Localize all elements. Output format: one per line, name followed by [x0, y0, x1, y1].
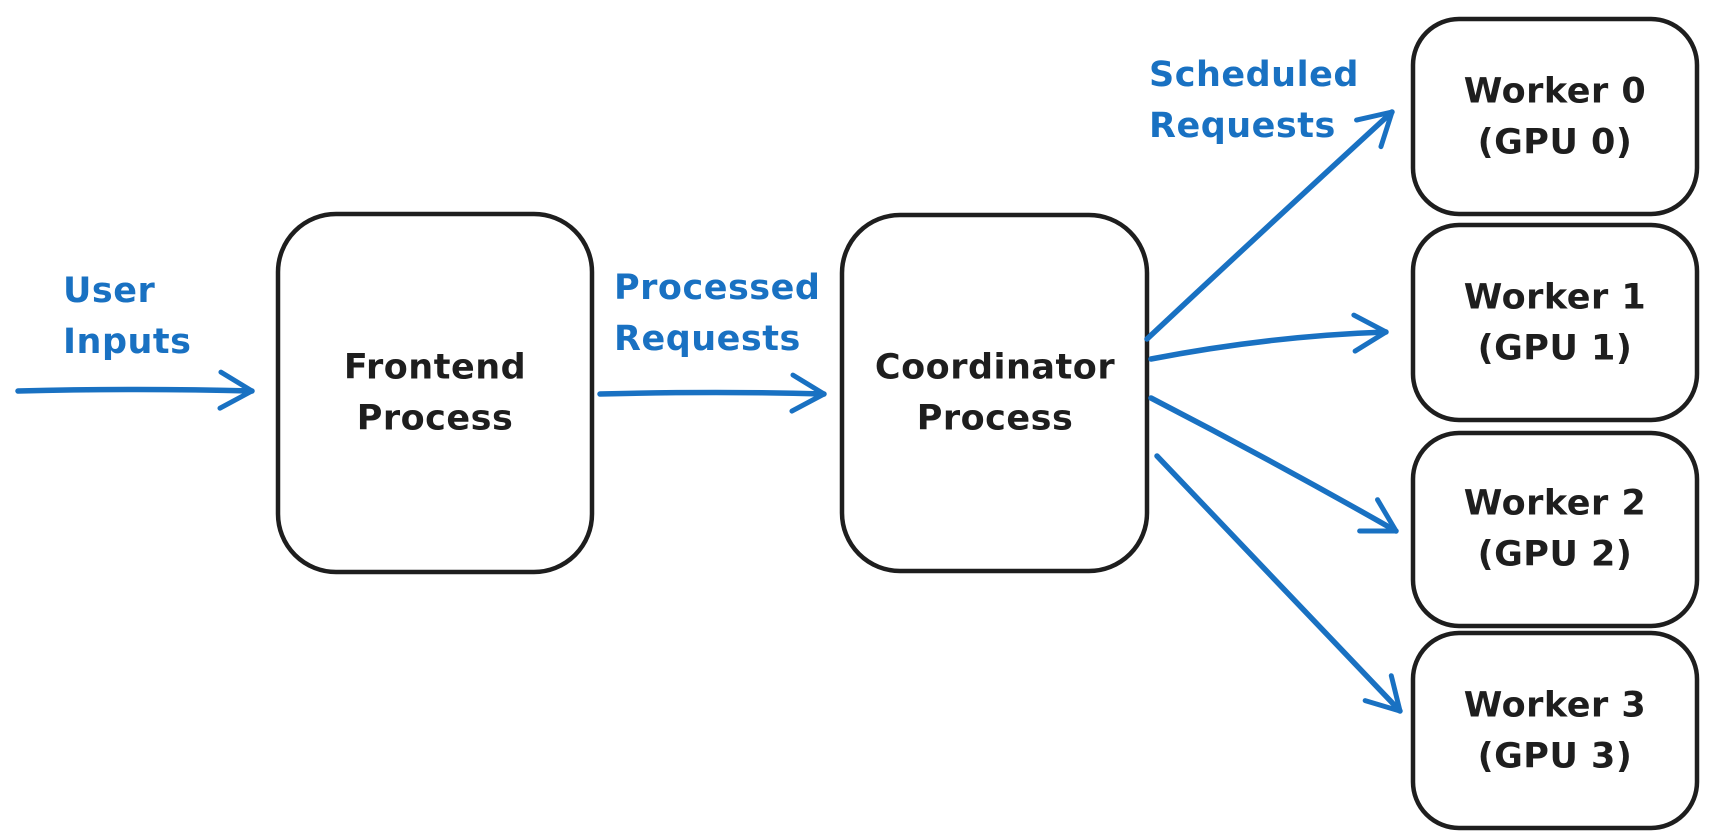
worker-1-label-line1: Worker 1	[1463, 277, 1647, 318]
scheduled-arrow-worker-0	[1144, 109, 1395, 342]
worker-1-box	[1410, 222, 1700, 423]
processed-requests-arrow	[597, 372, 827, 414]
worker-1-label: Worker 1 (GPU 1)	[1464, 272, 1647, 374]
scheduled-arrow-worker-2	[1148, 395, 1399, 534]
processed-requests-edge-label-line2: Requests	[614, 318, 801, 359]
scheduled-requests-edge-label-line2: Requests	[1149, 105, 1336, 146]
worker-3-box	[1410, 630, 1700, 831]
worker-2-box	[1410, 430, 1700, 629]
frontend-process-label-line1: Frontend	[343, 347, 527, 388]
processed-requests-edge-label-line1: Processed	[614, 268, 821, 308]
worker-2-label-line1: Worker 2	[1463, 483, 1647, 524]
coordinator-process-label-line1: Coordinator	[874, 347, 1116, 388]
worker-0-label: Worker 0 (GPU 0)	[1464, 66, 1647, 168]
worker-0-label-line1: Worker 0	[1463, 71, 1647, 112]
user-inputs-edge-label-line2: Inputs	[63, 321, 192, 362]
worker-2-label: Worker 2 (GPU 2)	[1464, 478, 1647, 580]
worker-1-label-line2: (GPU 1)	[1477, 328, 1633, 368]
coordinator-process-label: Coordinator Process	[875, 342, 1115, 444]
scheduled-arrow-worker-1	[1148, 312, 1389, 362]
scheduled-requests-edge-label-line1: Scheduled	[1149, 55, 1359, 95]
user-inputs-edge-label: User Inputs	[63, 266, 191, 368]
worker-3-label-line2: (GPU 3)	[1477, 736, 1633, 776]
worker-2-label-line2: (GPU 2)	[1477, 534, 1633, 574]
processed-requests-edge-label: Processed Requests	[614, 263, 820, 365]
worker-3-label: Worker 3 (GPU 3)	[1464, 680, 1647, 782]
coordinator-process-label-line2: Process	[916, 398, 1074, 438]
worker-0-box	[1410, 16, 1700, 217]
frontend-process-label: Frontend Process	[344, 342, 526, 444]
scheduled-arrow-worker-3	[1154, 453, 1403, 714]
user-inputs-edge-label-line1: User	[63, 271, 156, 311]
worker-3-label-line1: Worker 3	[1463, 685, 1647, 726]
worker-0-label-line2: (GPU 0)	[1477, 122, 1633, 162]
frontend-process-box	[275, 211, 595, 575]
frontend-process-label-line2: Process	[356, 398, 514, 438]
coordinator-process-box	[839, 212, 1150, 574]
user-inputs-arrow	[15, 369, 255, 411]
scheduled-requests-edge-label: Scheduled Requests	[1149, 50, 1359, 152]
